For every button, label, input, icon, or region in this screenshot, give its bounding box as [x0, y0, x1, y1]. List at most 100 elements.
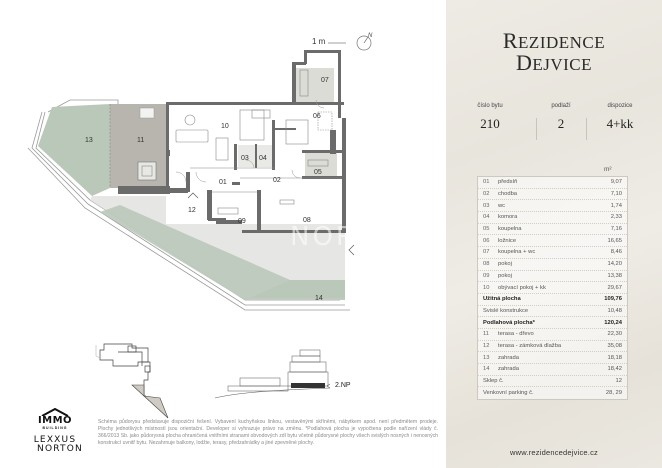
room-area: 14,20 — [607, 261, 622, 268]
room-label-06: 06 — [313, 113, 321, 120]
table-row: Venkovní parking č. 28, 29 — [478, 387, 627, 399]
table-row: 12 terasa - zámková dlažba 35,08 — [478, 341, 627, 353]
table-row: Svislé konstrukce 10,48 — [478, 306, 627, 318]
room-name: pokoj — [498, 261, 512, 268]
floor-plan-area: 01 02 03 04 05 06 07 08 09 10 11 12 13 1… — [20, 33, 438, 454]
table-row: 11 terasa - dřevo 22,30 — [478, 329, 627, 341]
website-link[interactable]: www.rezidencedejvice.cz — [510, 448, 598, 457]
floor-indicator: 2.NP — [335, 382, 351, 389]
room-label-05: 05 — [314, 169, 322, 176]
room-label-13: 13 — [85, 137, 93, 144]
room-number: 01 — [483, 179, 490, 186]
unit-layout: dispozice 4+kk — [606, 103, 634, 131]
divider — [536, 118, 537, 140]
floor-plan-drawing: 01 02 03 04 05 06 07 08 09 10 11 12 13 1… — [27, 42, 355, 419]
room-name: terasa - zámková dlažba — [498, 342, 562, 349]
unit-floor: podlaží 2 — [551, 103, 571, 131]
room-label-08: 08 — [303, 217, 311, 224]
room-name: předsíň — [498, 179, 518, 186]
room-label-12: 12 — [188, 207, 196, 214]
room-number: 02 — [483, 191, 490, 198]
room-number: 08 — [483, 261, 490, 268]
immo-logo: IMMO — [37, 415, 73, 426]
room-area: 13,38 — [607, 272, 622, 279]
svg-text:N: N — [368, 33, 373, 39]
room-area: 9,07 — [610, 179, 622, 186]
room-area: 29,67 — [607, 284, 622, 291]
room-area: 7,10 — [610, 191, 622, 198]
table-row: Užitná plocha 109,76 — [478, 294, 627, 306]
table-row: 02 chodba 7,10 — [478, 189, 627, 201]
north-compass-icon: N — [356, 33, 373, 51]
area-unit-header: m² — [604, 166, 612, 173]
room-number: 11 — [483, 331, 490, 338]
room-area: 8,46 — [610, 249, 622, 256]
room-area: 18,42 — [607, 366, 622, 373]
room-area: 35,08 — [607, 342, 622, 349]
brand-line-2: DEJVICE — [515, 50, 593, 75]
room-name: chodba — [498, 191, 518, 198]
room-name: ložnice — [498, 237, 517, 244]
room-name: Podlahová plocha* — [483, 319, 535, 326]
room-name: koupelna — [498, 226, 522, 233]
room-area: 7,16 — [610, 226, 622, 233]
room-name: Sklep č. — [483, 378, 504, 385]
room-area: 12 — [615, 378, 622, 385]
room-number: 14 — [483, 366, 490, 373]
room-number: 07 — [483, 249, 490, 256]
developer-logos: IMMO BUILDING LEXXUS NORTON — [20, 408, 90, 454]
table-row: Podlahová plocha* 120,24 — [478, 317, 627, 329]
room-name: zahrada — [498, 366, 519, 373]
scale-label: 1 m — [312, 37, 326, 46]
building-elevation — [214, 349, 331, 399]
brand-line-1: REZIDENCE — [502, 28, 606, 53]
house-roof-icon — [41, 408, 69, 416]
room-name: koupelna + wc — [498, 249, 536, 256]
highlighted-floor — [291, 383, 325, 388]
room-area: 28, 29 — [605, 390, 622, 397]
room-label-04: 04 — [259, 155, 267, 162]
room-label-02: 02 — [273, 177, 281, 184]
watermark: NOR — [290, 222, 357, 252]
garden-13 — [38, 104, 110, 196]
room-number: 13 — [483, 354, 490, 361]
room-name: pokoj — [498, 272, 512, 279]
table-row: 08 pokoj 14,20 — [478, 259, 627, 271]
site-key-plan — [99, 343, 151, 397]
room-number: 03 — [483, 202, 490, 209]
unit-number: číslo bytu 210 — [477, 103, 503, 131]
room-label-07: 07 — [321, 77, 329, 84]
room-area: 18,18 — [607, 354, 622, 361]
immo-logo-sub: BUILDING — [42, 426, 68, 430]
disclaimer-text: Schéma půdorysu představuje dispoziční ř… — [98, 419, 438, 446]
room-area: 22,30 — [607, 331, 622, 338]
room-label-10: 10 — [221, 123, 229, 130]
room-name: zahrada — [498, 354, 519, 361]
room-07-fill — [296, 68, 334, 102]
room-number: 09 — [483, 272, 490, 279]
room-name: Užitná plocha — [483, 296, 521, 303]
room-name: Venkovní parking č. — [483, 390, 534, 397]
room-label-01: 01 — [219, 179, 227, 186]
room-name: Svislé konstrukce — [483, 307, 529, 314]
divider — [586, 118, 587, 140]
room-area: 1,74 — [610, 202, 622, 209]
room-label-09: 09 — [238, 218, 246, 225]
room-area: 10,48 — [607, 307, 622, 314]
table-row: 10 obývací pokoj + kk 29,67 — [478, 282, 627, 294]
room-name: komora — [498, 214, 518, 221]
room-label-03: 03 — [241, 155, 249, 162]
room-number: 04 — [483, 214, 490, 221]
room-area: 120,24 — [604, 319, 622, 326]
room-name: obývací pokoj + kk — [498, 284, 546, 291]
table-row: 09 pokoj 13,38 — [478, 271, 627, 283]
garden-14-strip — [100, 205, 345, 300]
room-name: terasa - dřevo — [498, 331, 534, 338]
room-number: 10 — [483, 284, 490, 291]
room-number: 12 — [483, 342, 490, 349]
room-area: 109,76 — [604, 296, 622, 303]
